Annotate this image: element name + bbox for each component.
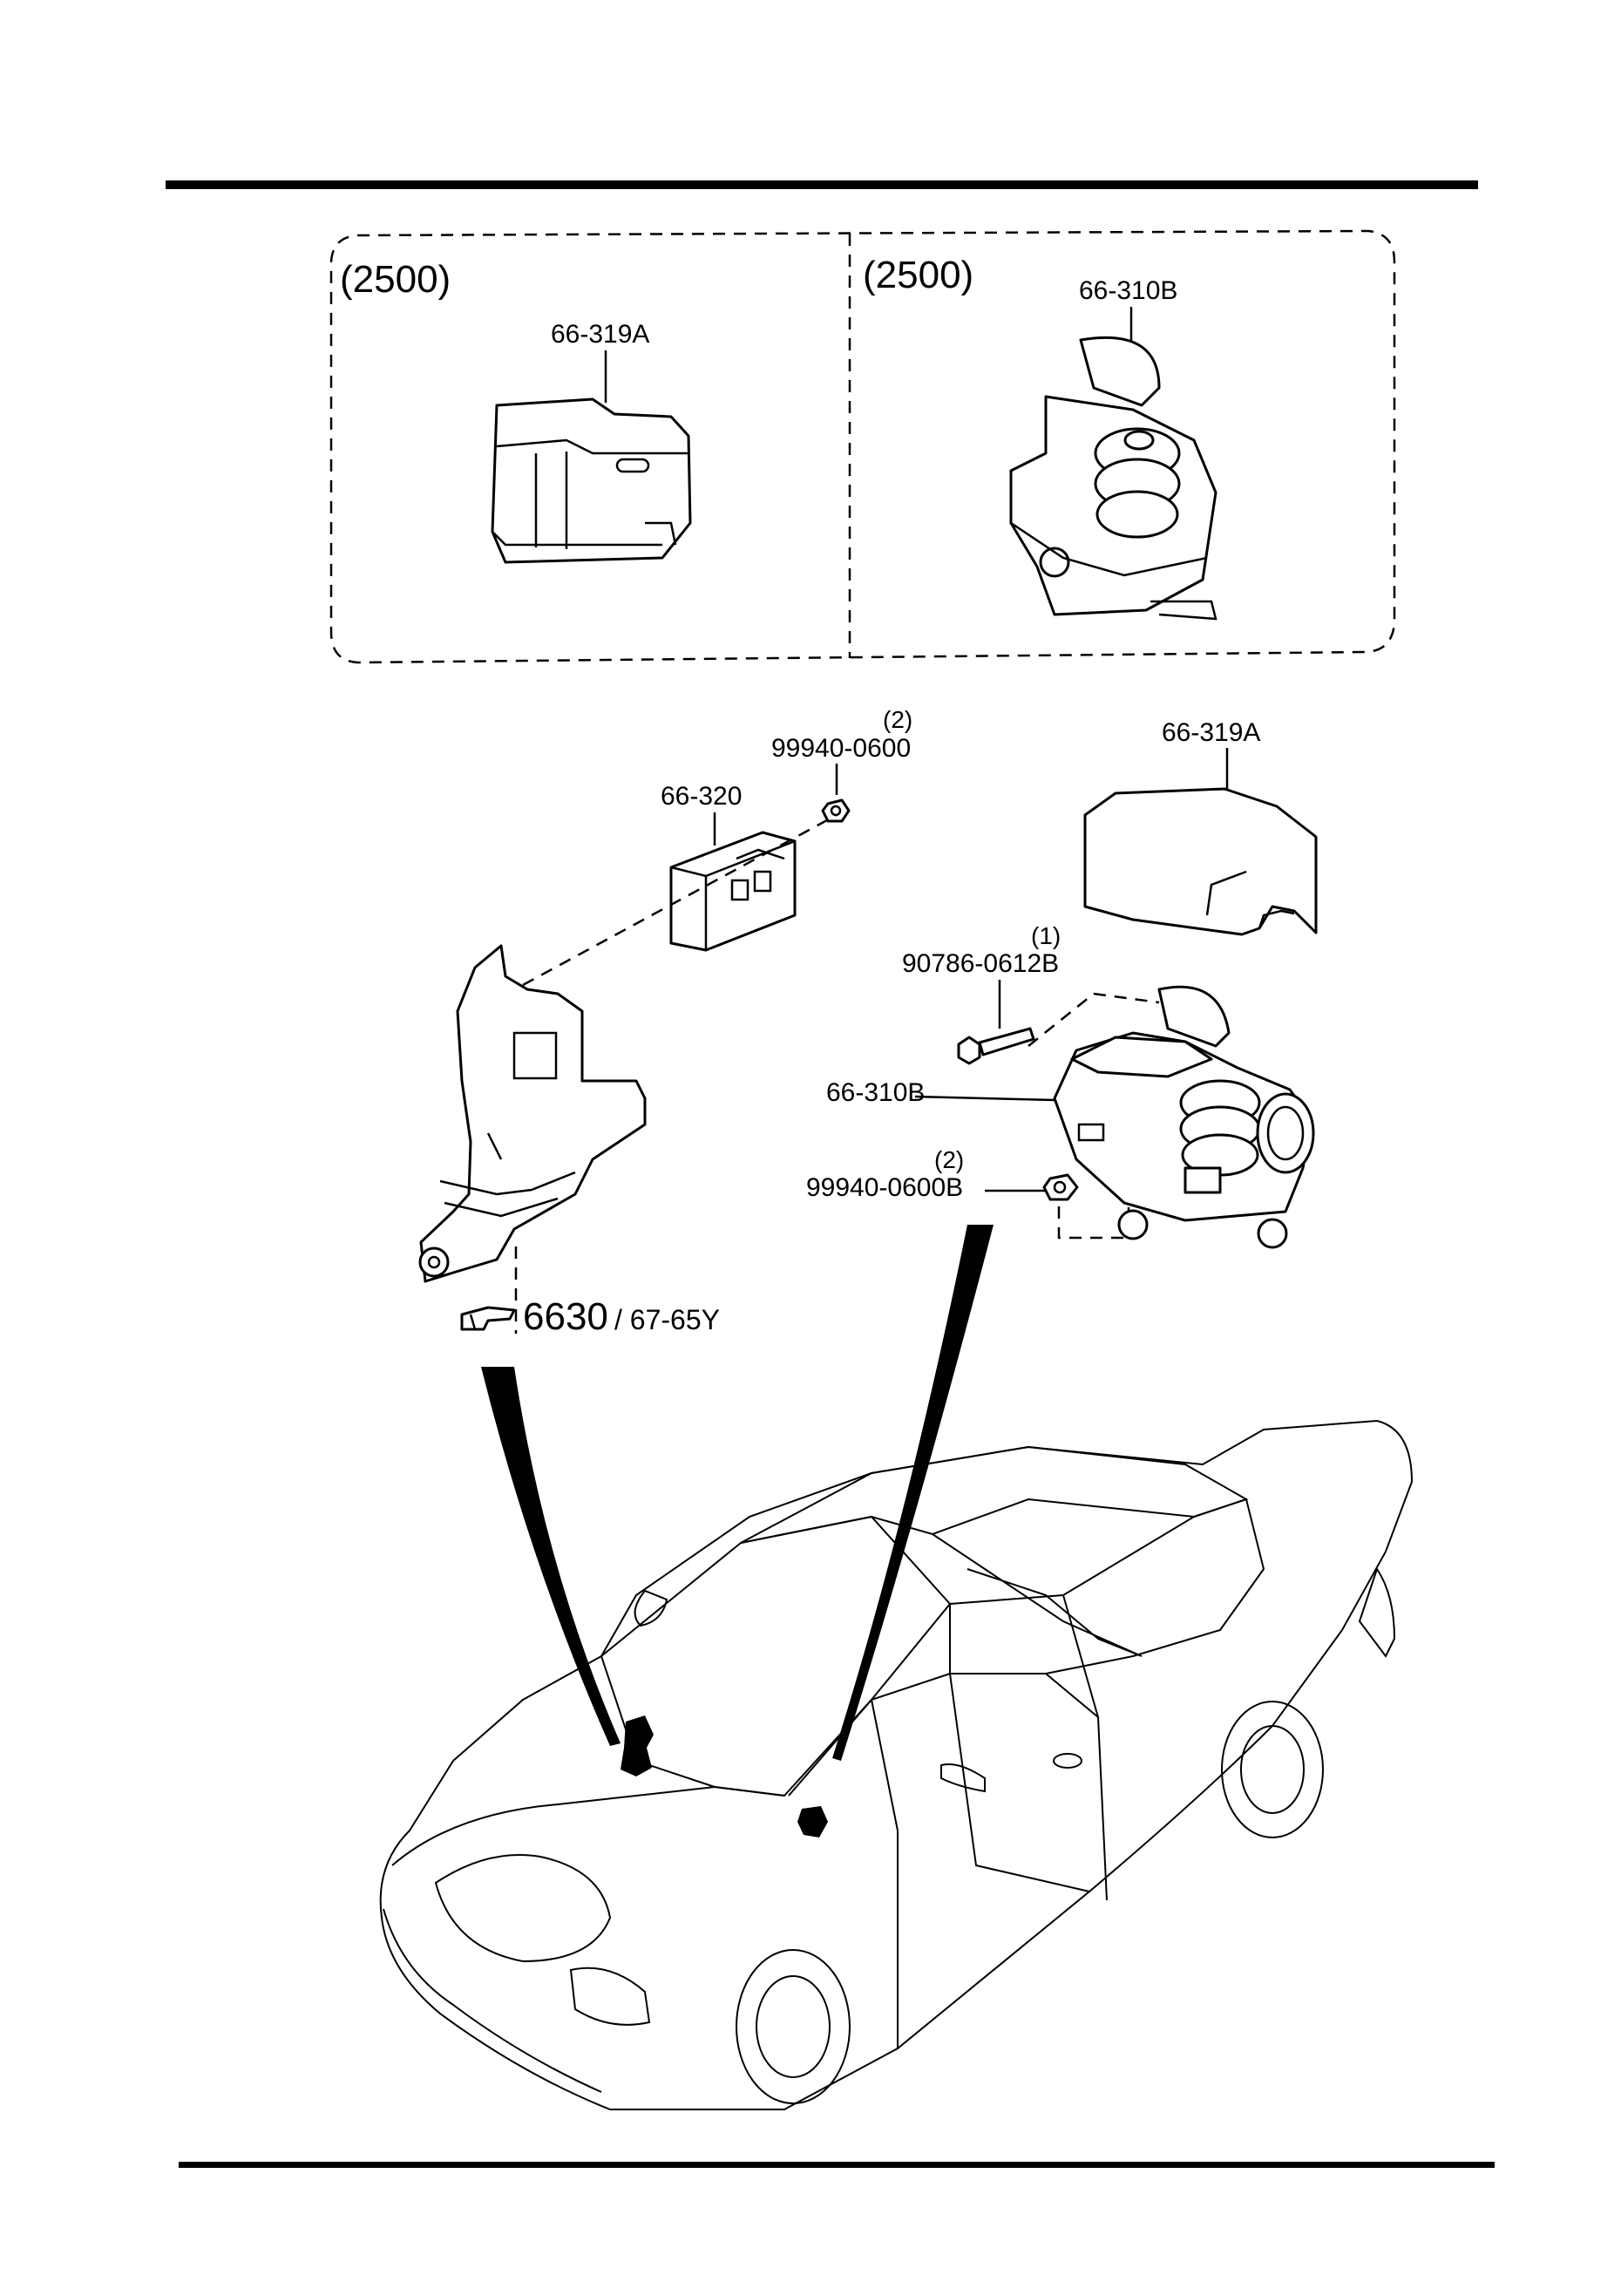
pointing-hand-icon — [460, 1306, 516, 1331]
actuator-variant-drawing — [1009, 336, 1217, 621]
control-unit-part-label: 66-320 — [661, 782, 742, 811]
cover-part-label: 66-319A — [1162, 718, 1260, 747]
location-arrow-actuator — [832, 1225, 994, 1761]
location-arrow-bracket — [481, 1367, 621, 1746]
variant-frame — [329, 229, 1396, 664]
nut-top-part-label: 99940-0600 — [771, 734, 911, 763]
actuator-part-label: 66-310B — [826, 1078, 925, 1107]
variant-label-right: (2500) — [863, 254, 973, 296]
bolt-qty: (1) — [1031, 922, 1061, 949]
nut-bottom-part-label: 99940-0600B — [806, 1173, 963, 1202]
nut-top-drawing — [821, 798, 851, 823]
nut-bottom-qty: (2) — [934, 1146, 964, 1173]
location-marker-bracket — [621, 1715, 654, 1776]
location-marker-actuator — [797, 1806, 828, 1837]
bolt-part-label: 90786-0612B — [902, 949, 1059, 978]
top-rule — [166, 180, 1478, 189]
nut-top-qty: (2) — [883, 706, 912, 733]
actuator-drawing — [1053, 985, 1315, 1249]
bottom-rule — [179, 2162, 1495, 2168]
nut-bottom-drawing — [1042, 1173, 1079, 1201]
reference-sub[interactable]: / 67-65Y — [614, 1304, 720, 1335]
control-unit-drawing — [669, 831, 797, 952]
mount-line-bolt — [1028, 992, 1160, 1047]
cover-drawing — [1083, 787, 1318, 936]
mount-line-control-unit — [522, 813, 838, 987]
variant-right-part-label: 66-310B — [1079, 276, 1177, 305]
bolt-drawing — [957, 1027, 1035, 1065]
variant-label-left: (2500) — [340, 258, 451, 301]
reference-main[interactable]: 6630 — [523, 1295, 608, 1338]
variant-left-part-label: 66-319A — [551, 320, 649, 349]
bracket-drawing — [418, 944, 647, 1283]
cover-variant-drawing — [491, 397, 692, 564]
vehicle-outline — [379, 1419, 1414, 2110]
